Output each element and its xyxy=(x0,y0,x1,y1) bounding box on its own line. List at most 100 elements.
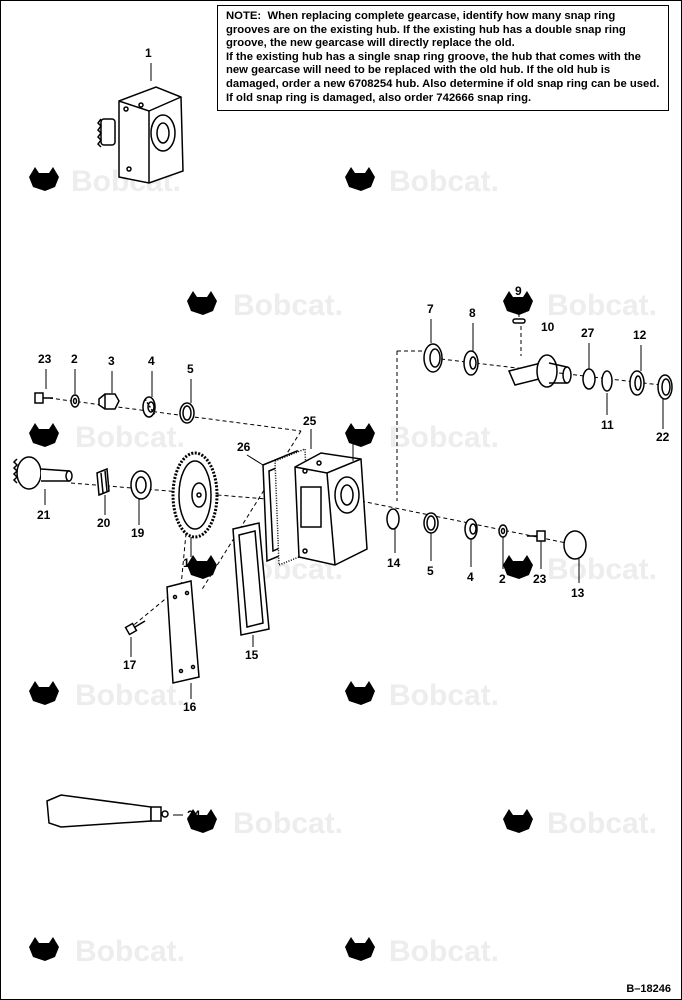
callout-7: 7 xyxy=(427,302,434,316)
item-4-bearing-b xyxy=(464,518,478,540)
item-18-gear xyxy=(171,451,219,539)
replacement-note: NOTE: When replacing complete gearcase, … xyxy=(217,5,669,111)
cover-group xyxy=(124,522,270,684)
item-6-gearcase xyxy=(294,452,368,566)
svg-text:Bobcat.: Bobcat. xyxy=(547,289,657,322)
callout-23a: 23 xyxy=(38,352,52,366)
callout-22: 22 xyxy=(656,430,670,444)
item-11-snap-ring xyxy=(601,370,613,392)
item-10-hub xyxy=(507,354,572,388)
note-text-1: When replacing complete gearcase, identi… xyxy=(226,10,626,50)
callout-13: 13 xyxy=(571,586,585,600)
callout-5a: 5 xyxy=(187,362,194,376)
callout-12: 12 xyxy=(633,328,647,342)
item-24-sealant-tube xyxy=(46,794,169,828)
item-2-washer xyxy=(70,394,80,408)
callout-2b: 2 xyxy=(499,572,506,586)
callout-8: 8 xyxy=(469,306,476,320)
leader-lines xyxy=(44,63,664,816)
item-23-bolt-b xyxy=(527,530,546,542)
item-16-cover xyxy=(166,580,200,684)
item-20-bearing-cone xyxy=(96,467,110,497)
item-23-bolt xyxy=(34,392,53,404)
item-27-snap-ring xyxy=(582,368,596,390)
watermark-9: Bobcat. xyxy=(29,679,185,712)
watermark-6: Bobcat. xyxy=(345,421,499,454)
item-15-gasket xyxy=(232,522,270,636)
callout-25: 25 xyxy=(303,414,317,428)
svg-text:Bobcat.: Bobcat. xyxy=(233,289,343,322)
item-9-key xyxy=(512,318,526,324)
gearcase-group xyxy=(262,447,368,567)
svg-text:Bobcat.: Bobcat. xyxy=(547,807,657,840)
item-13-cover-plate xyxy=(563,530,587,560)
item-19-bearing-cup xyxy=(130,470,152,500)
callout-21: 21 xyxy=(37,508,51,522)
watermarks: Bobcat. Bobcat. Bobcat. Bobcat. Bobcat. … xyxy=(29,165,657,968)
watermark-11: Bobcat. xyxy=(187,807,343,840)
watermark-12: Bobcat. xyxy=(503,807,657,840)
watermark-8: Bobcat. xyxy=(503,553,657,586)
item-8-bearing xyxy=(463,350,479,376)
svg-text:Bobcat.: Bobcat. xyxy=(389,679,499,712)
svg-text:Bobcat.: Bobcat. xyxy=(75,935,185,968)
callout-17: 17 xyxy=(123,658,137,672)
note-paragraph-1: NOTE: When replacing complete gearcase, … xyxy=(226,10,660,51)
item-22-cap xyxy=(657,374,673,400)
item-4-bearing xyxy=(142,396,156,418)
callout-15: 15 xyxy=(245,648,259,662)
callout-24: 24 xyxy=(187,808,201,822)
callout-1: 1 xyxy=(145,46,152,60)
item-12-seal xyxy=(629,370,645,396)
callout-2a: 2 xyxy=(71,352,78,366)
item-7-seal xyxy=(423,343,443,373)
callout-27: 27 xyxy=(581,326,595,340)
hub-group xyxy=(423,318,673,400)
watermark-13: Bobcat. xyxy=(29,935,185,968)
callout-6: 6 xyxy=(349,426,356,440)
watermark-3: Bobcat. xyxy=(187,289,343,322)
callout-23b: 23 xyxy=(533,572,547,586)
svg-text:Bobcat.: Bobcat. xyxy=(233,807,343,840)
callout-4a: 4 xyxy=(148,354,155,368)
svg-text:Bobcat.: Bobcat. xyxy=(389,935,499,968)
watermark-4: Bobcat. xyxy=(503,289,657,322)
callout-16: 16 xyxy=(183,700,197,714)
callout-11: 11 xyxy=(601,418,614,432)
watermark-10: Bobcat. xyxy=(345,679,499,712)
callout-4b: 4 xyxy=(467,570,474,584)
figure-reference: B–18246 xyxy=(626,983,671,995)
svg-text:Bobcat.: Bobcat. xyxy=(75,421,185,454)
svg-text:Bobcat.: Bobcat. xyxy=(547,553,657,586)
callout-3: 3 xyxy=(108,354,115,368)
callout-numbers: 1 23 2 3 4 5 7 8 9 10 27 12 11 22 25 26 … xyxy=(37,46,670,822)
callout-10: 10 xyxy=(541,320,555,334)
callout-9: 9 xyxy=(515,284,522,298)
item-1-gearcase-assembly xyxy=(97,86,184,184)
right-middle-parts-row xyxy=(386,508,587,560)
item-5-bearing-cup xyxy=(179,402,195,424)
item-17-bolt xyxy=(124,620,146,636)
top-left-parts-row xyxy=(34,392,195,424)
callout-20: 20 xyxy=(97,516,111,530)
item-21-pinion-shaft xyxy=(12,456,73,490)
callout-19: 19 xyxy=(131,526,145,540)
callout-18: 18 xyxy=(183,556,197,570)
watermark-2: Bobcat. xyxy=(345,165,499,198)
item-2-washer-b xyxy=(498,524,508,538)
item-3-nut xyxy=(98,393,120,410)
note-label: NOTE: xyxy=(226,10,262,22)
watermark-14: Bobcat. xyxy=(345,935,499,968)
callout-26: 26 xyxy=(237,440,251,454)
item-5-bearing-cup-b xyxy=(423,512,439,534)
item-14-spacer xyxy=(386,508,400,530)
callout-5b: 5 xyxy=(427,564,434,578)
callout-14: 14 xyxy=(387,556,401,570)
svg-text:Bobcat.: Bobcat. xyxy=(389,165,499,198)
svg-text:Bobcat.: Bobcat. xyxy=(75,679,185,712)
watermark-5: Bobcat. xyxy=(29,421,185,454)
svg-text:Bobcat.: Bobcat. xyxy=(389,421,499,454)
note-paragraph-2: If the existing hub has a single snap ri… xyxy=(226,50,660,104)
